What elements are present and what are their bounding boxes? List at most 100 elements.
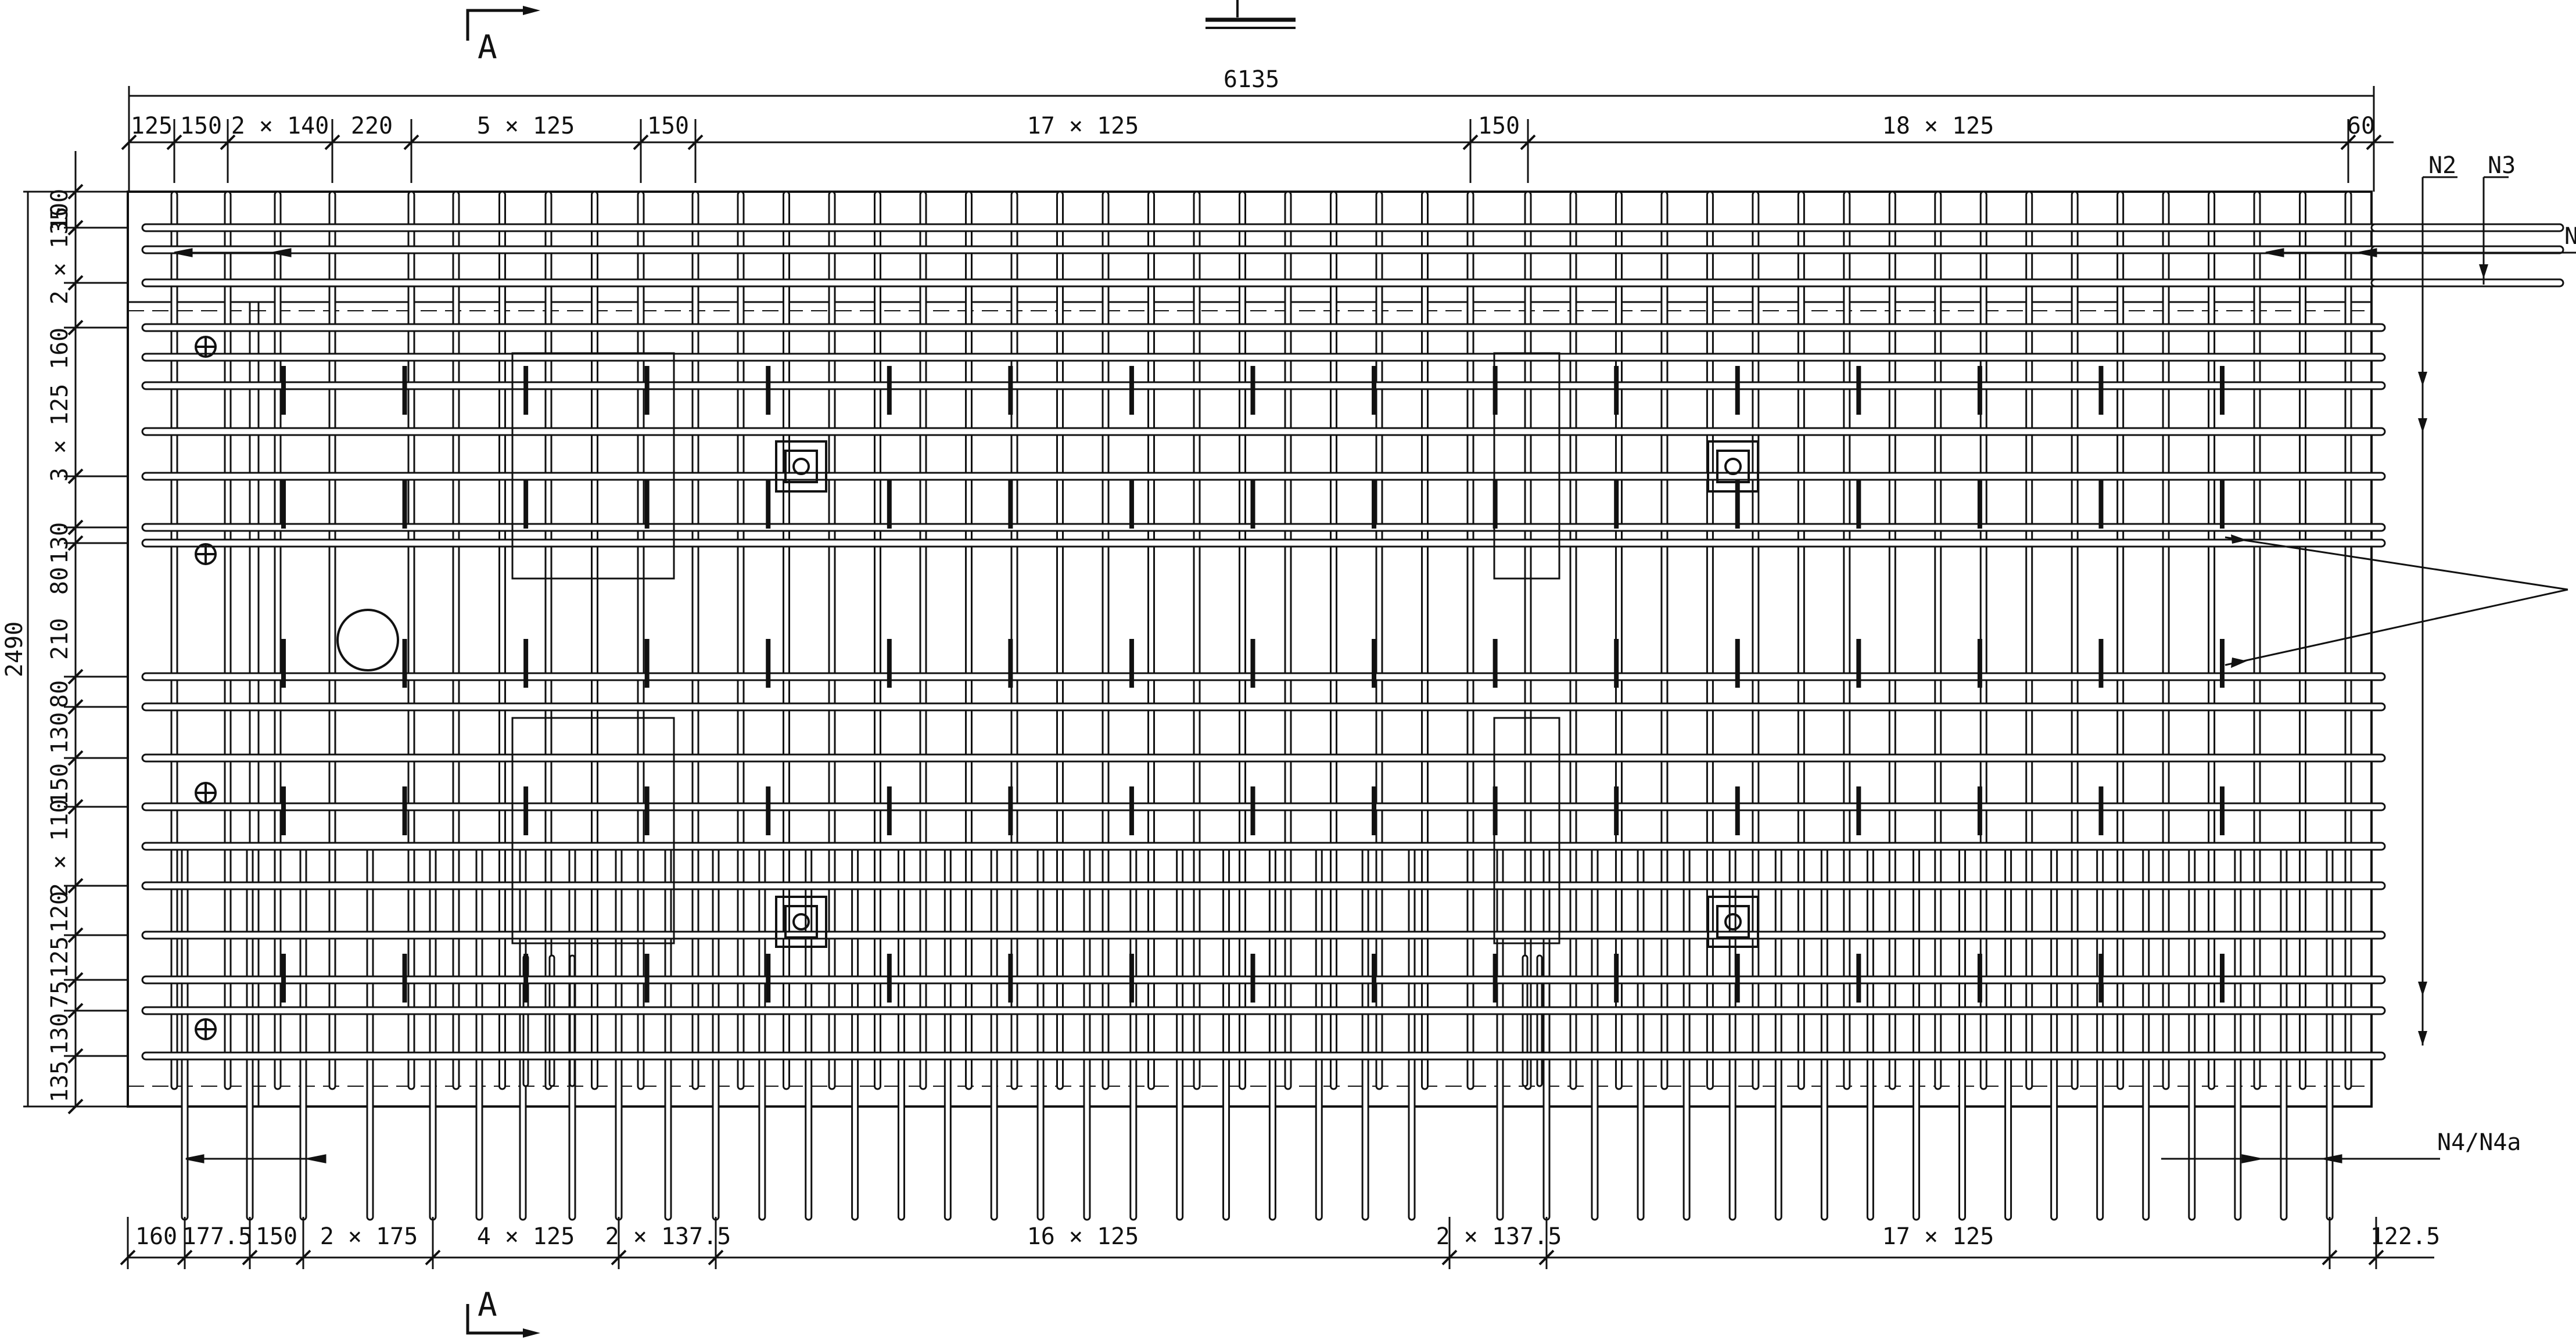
stirrup-mark: [887, 954, 892, 1003]
rebar-vertical-projecting: [2280, 847, 2288, 1221]
rebar-vertical: [1888, 191, 1896, 1090]
bottom-dimension-label: 150: [256, 1223, 297, 1250]
stirrup-mark: [281, 480, 286, 529]
rebar-vertical: [1934, 191, 1942, 1090]
bearing-zones: [511, 352, 1560, 944]
rebar-vertical-projecting: [2050, 847, 2058, 1221]
rebar-vertical-projecting: [805, 847, 813, 1221]
bottom-dimension-chain: [120, 1217, 2434, 1269]
rebar-vertical-projecting: [990, 847, 998, 1221]
stirrup-mark: [1977, 786, 1982, 835]
rebar-vertical-projecting: [181, 847, 189, 1221]
stirrup-mark: [402, 366, 407, 415]
rebar-vertical: [1284, 191, 1292, 1090]
bar-arrows: [174, 248, 2377, 1163]
bottom-dimension-label: 17 × 125: [1882, 1223, 1994, 1250]
rebar-vertical: [1239, 191, 1246, 1090]
left-dimension-label: 100: [46, 189, 73, 231]
stirrup-mark: [523, 639, 529, 688]
rebar-horizontal: [141, 702, 2386, 712]
rebar-vertical-projecting: [1129, 847, 1138, 1221]
stirrup-mark: [281, 954, 286, 1003]
stirrup-mark: [523, 366, 529, 415]
bottom-dimension-label: 122.5: [2370, 1223, 2440, 1250]
stirrup-mark: [1856, 639, 1861, 688]
bottom-dimension-label: 4 × 125: [477, 1223, 575, 1250]
rebar-horizontal: [141, 381, 2386, 390]
rebar-horizontal: [141, 538, 2386, 548]
bottom-dimension-label: 177.5: [182, 1223, 252, 1250]
rebar-vertical-projecting: [897, 847, 905, 1221]
stirrup-mark: [2220, 366, 2225, 415]
stirrup-mark: [1492, 366, 1498, 415]
rebar-vertical: [2162, 191, 2170, 1090]
top-dimension-label: 17 × 125: [1027, 113, 1139, 139]
section-label-bottom: A: [478, 1286, 497, 1324]
stirrup-mark: [1008, 366, 1013, 415]
bar-label-n-partial: N: [2564, 223, 2576, 250]
stirrup-mark: [1614, 786, 1619, 835]
anchor-plates: [775, 440, 1759, 948]
crossed-circle-marks: [195, 336, 217, 1040]
stirrup-mark: [1008, 480, 1013, 529]
stirrup-mark: [1735, 786, 1740, 835]
rebar-horizontal: [141, 523, 2386, 532]
stirrup-mark: [1977, 639, 1982, 688]
rebar-vertical-projecting: [2004, 847, 2012, 1221]
rebar-horizontal: [141, 842, 2386, 851]
stirrup-mark: [2098, 480, 2104, 529]
rebar-vertical-projecting: [758, 847, 766, 1221]
rebar-vertical: [1797, 191, 1805, 1090]
rebar-short: [1536, 954, 1543, 1087]
rebar-horizontal: [141, 245, 2386, 254]
overall-height-label: 2490: [1, 621, 28, 677]
stirrup-mark: [887, 480, 892, 529]
rebar-vertical: [1193, 191, 1201, 1090]
stirrup-mark: [1372, 639, 1377, 688]
stirrup-mark: [1372, 480, 1377, 529]
bottom-dimension-label: 2 × 137.5: [1436, 1223, 1562, 1250]
rebar-vertical: [1569, 191, 1577, 1090]
right-leaders: [2161, 176, 2576, 1160]
stirrup-mark: [281, 366, 286, 415]
left-dimension-label: 80: [46, 680, 73, 708]
rebar-vertical: [919, 191, 927, 1090]
rebar-vertical: [783, 191, 790, 1090]
rebar-vertical-projecting: [1036, 847, 1045, 1221]
stirrup-mark: [281, 639, 286, 688]
rebar-vertical: [2344, 191, 2352, 1090]
stirrup-mark: [1372, 954, 1377, 1003]
stirrup-mark: [644, 480, 650, 529]
rebar-vertical-projecting: [1728, 847, 1737, 1221]
drain-hole: [336, 609, 399, 671]
stirrup-mark: [644, 366, 650, 415]
rebar-vertical: [1056, 191, 1064, 1090]
overall-width-label: 6135: [1224, 66, 1279, 93]
rebar-horizontal: [141, 802, 2386, 811]
rebar-horizontal: [141, 1051, 2386, 1061]
stirrup-mark: [766, 639, 771, 688]
rebar-horizontal: [141, 223, 2386, 232]
stirrup-mark: [402, 480, 407, 529]
stirrup-mark: [766, 366, 771, 415]
title-underline: [1206, 0, 1296, 29]
stirrup-mark: [1008, 954, 1013, 1003]
stirrup-mark: [2220, 480, 2225, 529]
left-dimension-label: 120: [46, 891, 73, 933]
rebar-short: [569, 954, 576, 1087]
rebar-vertical-projecting: [1774, 847, 1782, 1221]
stirrup-mark: [1735, 639, 1740, 688]
top-dimension-label: 18 × 125: [1882, 113, 1994, 139]
rebar-vertical-projecting: [1912, 847, 1920, 1221]
rebar-vertical: [737, 191, 745, 1090]
rebar-vertical-projecting: [1637, 847, 1645, 1221]
rebar-vertical: [637, 191, 645, 1090]
top-dimension-label: 125: [131, 113, 173, 139]
stirrup-mark: [1129, 480, 1134, 529]
stirrup-mark: [1977, 480, 1982, 529]
rebar-vertical-projecting: [1682, 847, 1691, 1221]
rebar-vertical-projecting: [1866, 847, 1874, 1221]
stirrup-mark: [644, 954, 650, 1003]
rebar-vertical-projecting: [1268, 847, 1276, 1221]
